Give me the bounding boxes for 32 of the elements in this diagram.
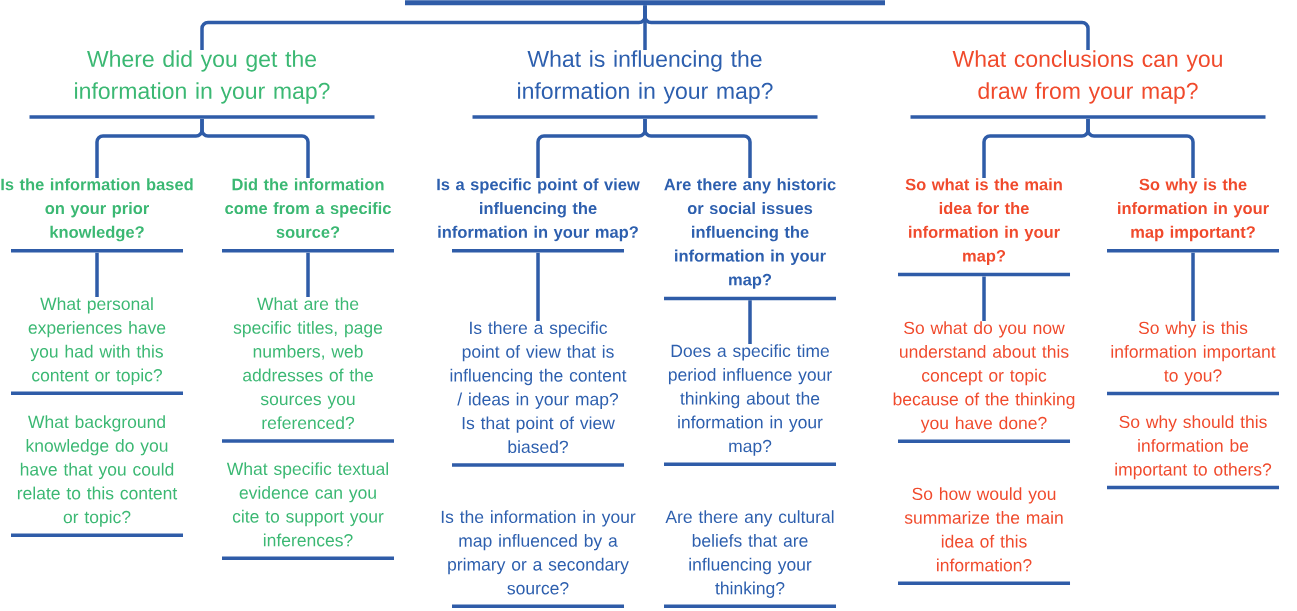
branch-heading: Where did you get the information in your map? — [29, 50, 375, 119]
prompt-question: What background knowledge do you have that you could relate to this content or topic? — [11, 415, 183, 537]
tree-connector — [306, 252, 310, 297]
branch-heading: What is influencing the information in your map? — [472, 50, 818, 119]
prompt-question: Does a specific time period influence your thinking about the information in your map? — [664, 344, 836, 466]
prompt-question: So how would you summarize the main idea of this information? — [898, 487, 1070, 586]
tree-connector — [200, 119, 310, 178]
sub-question: So why is the information in your map important? — [1107, 178, 1279, 253]
prompt-question: Is there a specific point of view that is influencing the content / ideas in your map? Is that point of view biased? — [450, 321, 627, 467]
tree-connector — [1086, 119, 1195, 178]
prompt-question: What specific textual evidence can you cite to support your inferences? — [222, 462, 394, 561]
tree-connector — [643, 119, 752, 178]
prompt-question: So why is this information important to you? — [1107, 321, 1279, 396]
prompt-question: So what do you now understand about this concept or topic because of the thinking you have done? — [893, 321, 1075, 443]
prompt-question: So why should this information be important to others? — [1107, 415, 1279, 490]
tree-connector — [1191, 252, 1195, 321]
sub-question: Are there any historic or social issues influencing the information in your map? — [664, 178, 836, 301]
sub-question: So what is the main idea for the information in your map? — [898, 178, 1070, 277]
sub-question: Is a specific point of view influencing the information in your map? — [437, 178, 640, 253]
prompt-question: What are the specific titles, page numbers, web addresses of the sources you referenced? — [222, 297, 394, 443]
sub-question: Is the information based on your prior knowledge? — [1, 178, 193, 253]
branch-heading: What conclusions can you draw from your map? — [910, 50, 1266, 119]
top-bar — [405, 0, 885, 6]
prompt-question: Are there any cultural beliefs that are influencing your thinking? — [664, 510, 836, 609]
sub-question: Did the information come from a specific source? — [222, 178, 394, 253]
tree-connector — [982, 276, 986, 321]
prompt-question: What personal experiences have you had with this content or topic? — [11, 297, 183, 396]
prompt-question: Is the information in your map influenced by a primary or a secondary source? — [441, 510, 636, 609]
tree-connector — [536, 252, 540, 321]
tree-connector — [95, 252, 99, 297]
tree-connector — [748, 300, 752, 344]
tree-connector — [643, 5, 1090, 50]
